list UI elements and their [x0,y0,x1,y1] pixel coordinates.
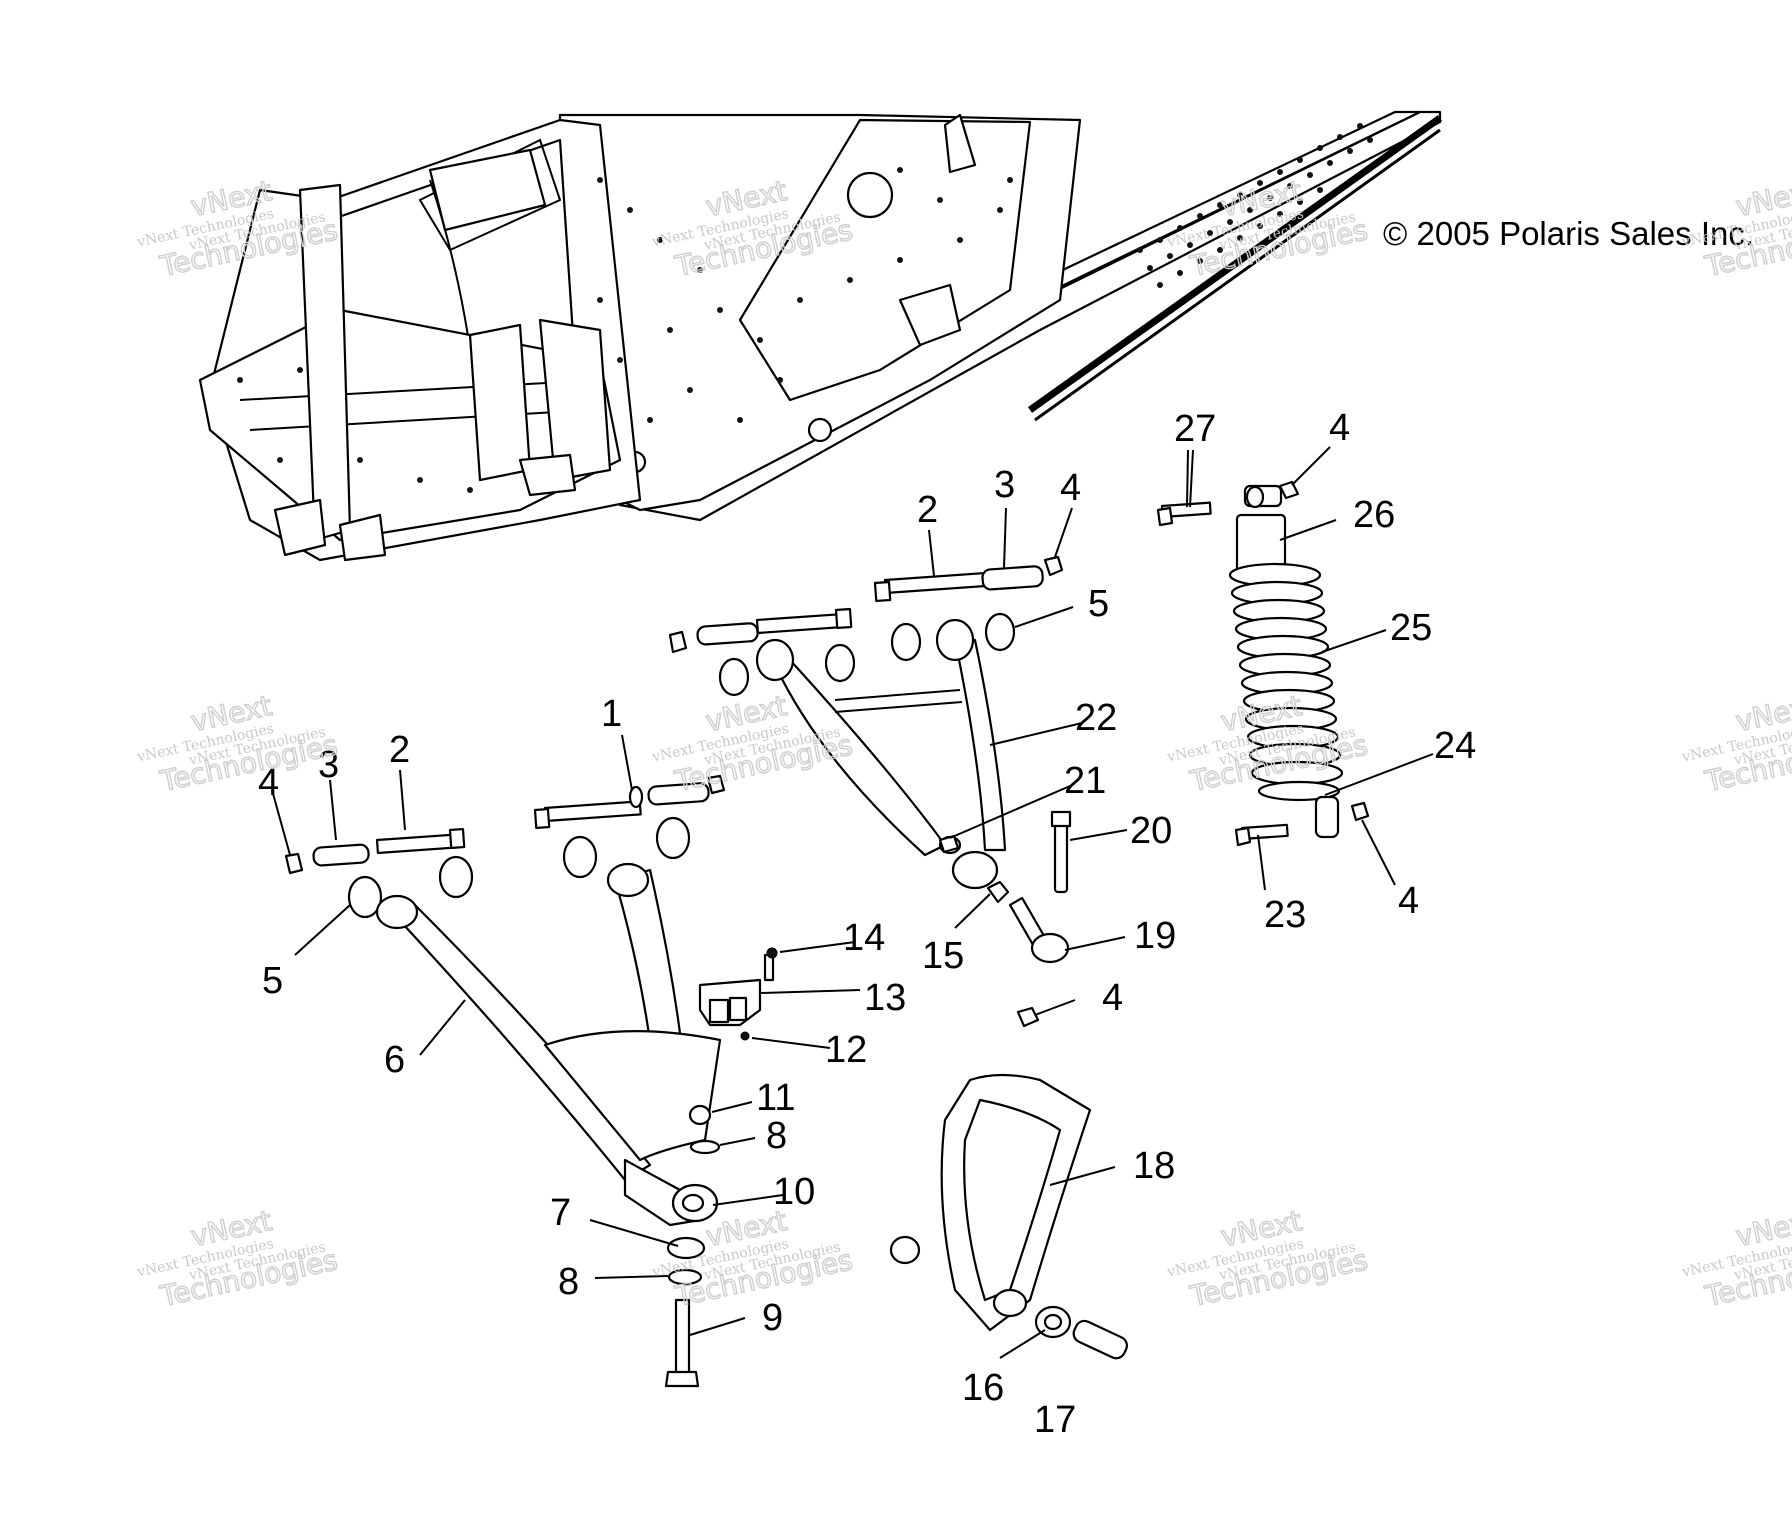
callout-21: 21 [1064,760,1106,802]
callout-10: 10 [773,1171,815,1213]
callout-5: 5 [262,960,283,1002]
callout-8: 8 [766,1115,787,1157]
steering-hardware [698,810,1072,1041]
callout-22: 22 [1075,697,1117,739]
callout-3: 3 [994,464,1015,506]
ball-joint-hardware [664,1104,721,1388]
upper-a-arm [755,618,1007,890]
callout-9: 9 [762,1297,783,1339]
callout-4: 4 [1102,977,1123,1019]
lower-arm-hardware [284,774,726,919]
nut [1016,1006,1040,1028]
upper-arm-hardware [668,555,1064,697]
callout-8: 8 [558,1261,579,1303]
callout-26: 26 [1353,494,1395,536]
callout-14: 14 [843,917,885,959]
callout-3: 3 [318,744,339,786]
callout-4: 4 [1398,880,1419,922]
callout-4: 4 [258,762,279,804]
leader-lines [271,446,1434,1359]
callout-4: 4 [1060,467,1081,509]
callout-16: 16 [962,1367,1004,1409]
callout-1: 1 [601,693,622,735]
callout-27: 27 [1174,408,1216,450]
callout-6: 6 [384,1039,405,1081]
lower-a-arm [375,862,722,1227]
callout-7: 7 [550,1192,571,1234]
shock-absorber [1156,480,1370,847]
callout-18: 18 [1133,1145,1175,1187]
callout-2: 2 [917,489,938,531]
spindle [889,1073,1128,1360]
callout-15: 15 [922,935,964,977]
callout-19: 19 [1134,915,1176,957]
callout-25: 25 [1390,607,1432,649]
callout-11: 11 [756,1077,795,1119]
callout-20: 20 [1130,810,1172,852]
callout-12: 12 [825,1029,867,1071]
chassis-frame [198,110,1443,562]
callout-4: 4 [1329,407,1350,449]
callout-numbers: 1 2 2 3 3 4 4 4 4 4 5 5 6 7 8 8 9 10 11 … [258,407,1476,1441]
callout-17: 17 [1034,1399,1076,1441]
copyright-text: © 2005 Polaris Sales Inc. [1383,215,1754,252]
callout-5: 5 [1088,583,1109,625]
callout-24: 24 [1434,725,1476,767]
callout-13: 13 [864,977,906,1019]
callout-2: 2 [389,729,410,771]
callout-23: 23 [1264,894,1306,936]
